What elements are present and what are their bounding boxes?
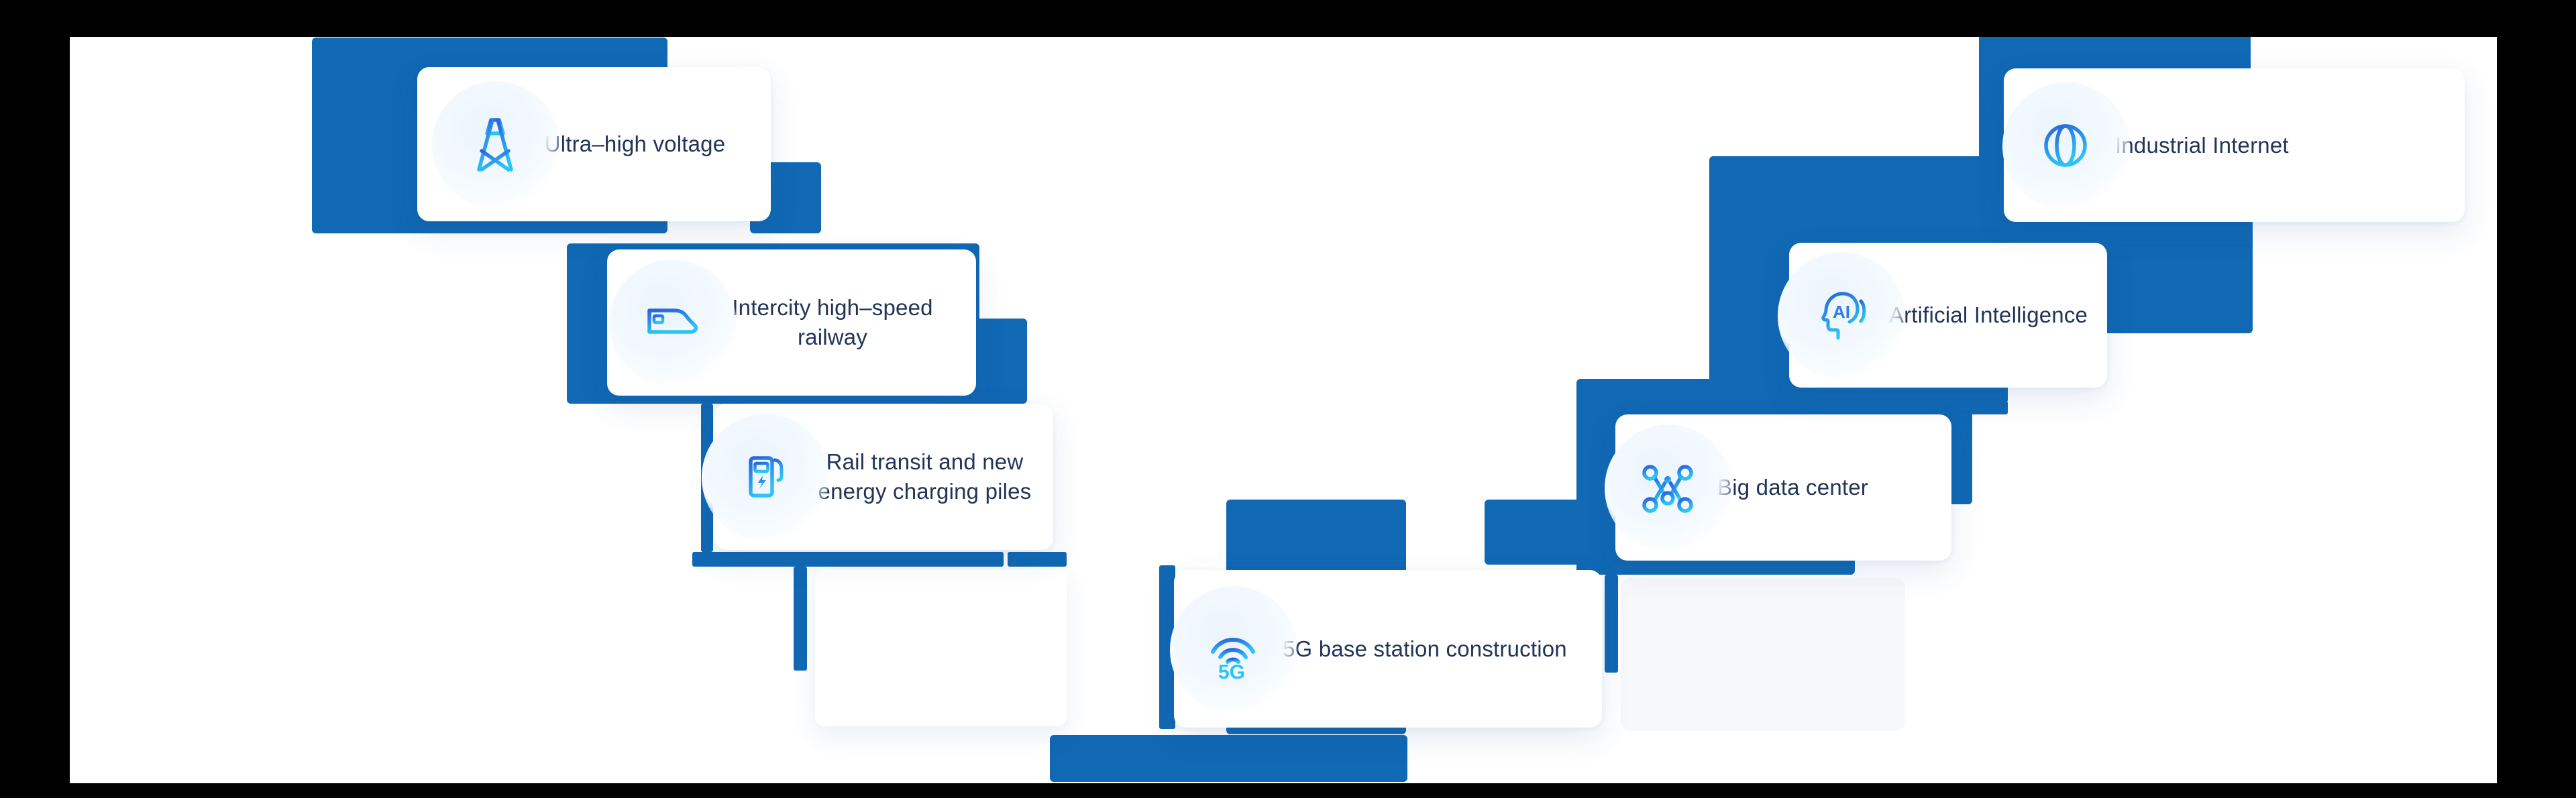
5g-signal-icon: 5G xyxy=(1170,585,1297,714)
ev-charging-pile-icon xyxy=(701,414,829,541)
high-speed-train-icon xyxy=(609,260,737,387)
card-label: 5G base station construction xyxy=(1283,636,1567,661)
blue-block xyxy=(1709,156,1792,414)
card-ultra-high-voltage: Ultra–high voltage xyxy=(417,67,771,221)
ai-head-icon: AI xyxy=(1777,252,1905,380)
ai-glyph: AI xyxy=(1833,302,1850,322)
5g-glyph: 5G xyxy=(1218,661,1245,681)
blue-bottom-bar xyxy=(1008,552,1067,567)
connector-bar xyxy=(794,567,807,671)
card-label: Big data center xyxy=(1717,475,1868,500)
card-label: Ultra–high voltage xyxy=(544,131,726,157)
blue-bottom-block xyxy=(1050,735,1407,782)
card-label: Industrial Internet xyxy=(2115,132,2289,158)
card-big-data-center: Big data center xyxy=(1605,414,1951,561)
frame-right xyxy=(2497,0,2576,798)
data-network-icon xyxy=(1605,424,1732,552)
card-rail-transit-charging: Rail transit and new energy charging pil… xyxy=(701,404,1053,550)
blue-bottom-bar xyxy=(692,552,1004,567)
card-label: Artificial Intelligence xyxy=(1888,302,2088,328)
card-5g-base-station: 5G 5G base station construction xyxy=(1170,570,1602,728)
frame-left xyxy=(0,0,70,798)
card-label: Intercity high–speed railway xyxy=(732,295,933,349)
empty-gray-card xyxy=(1621,578,1905,731)
frame-top xyxy=(0,0,2576,37)
frame-bottom xyxy=(0,783,2576,798)
card-industrial-internet: Industrial Internet xyxy=(2002,68,2465,222)
card-intercity-high-speed-railway: Intercity high–speed railway xyxy=(607,249,976,396)
empty-white-card xyxy=(815,569,1067,726)
power-tower-icon xyxy=(431,81,559,209)
connector-bar xyxy=(1605,575,1618,673)
card-label: Rail transit and new energy charging pil… xyxy=(818,449,1032,504)
globe-icon xyxy=(2002,82,2130,210)
card-artificial-intelligence: AI Artificial Intelligence xyxy=(1777,243,2107,388)
